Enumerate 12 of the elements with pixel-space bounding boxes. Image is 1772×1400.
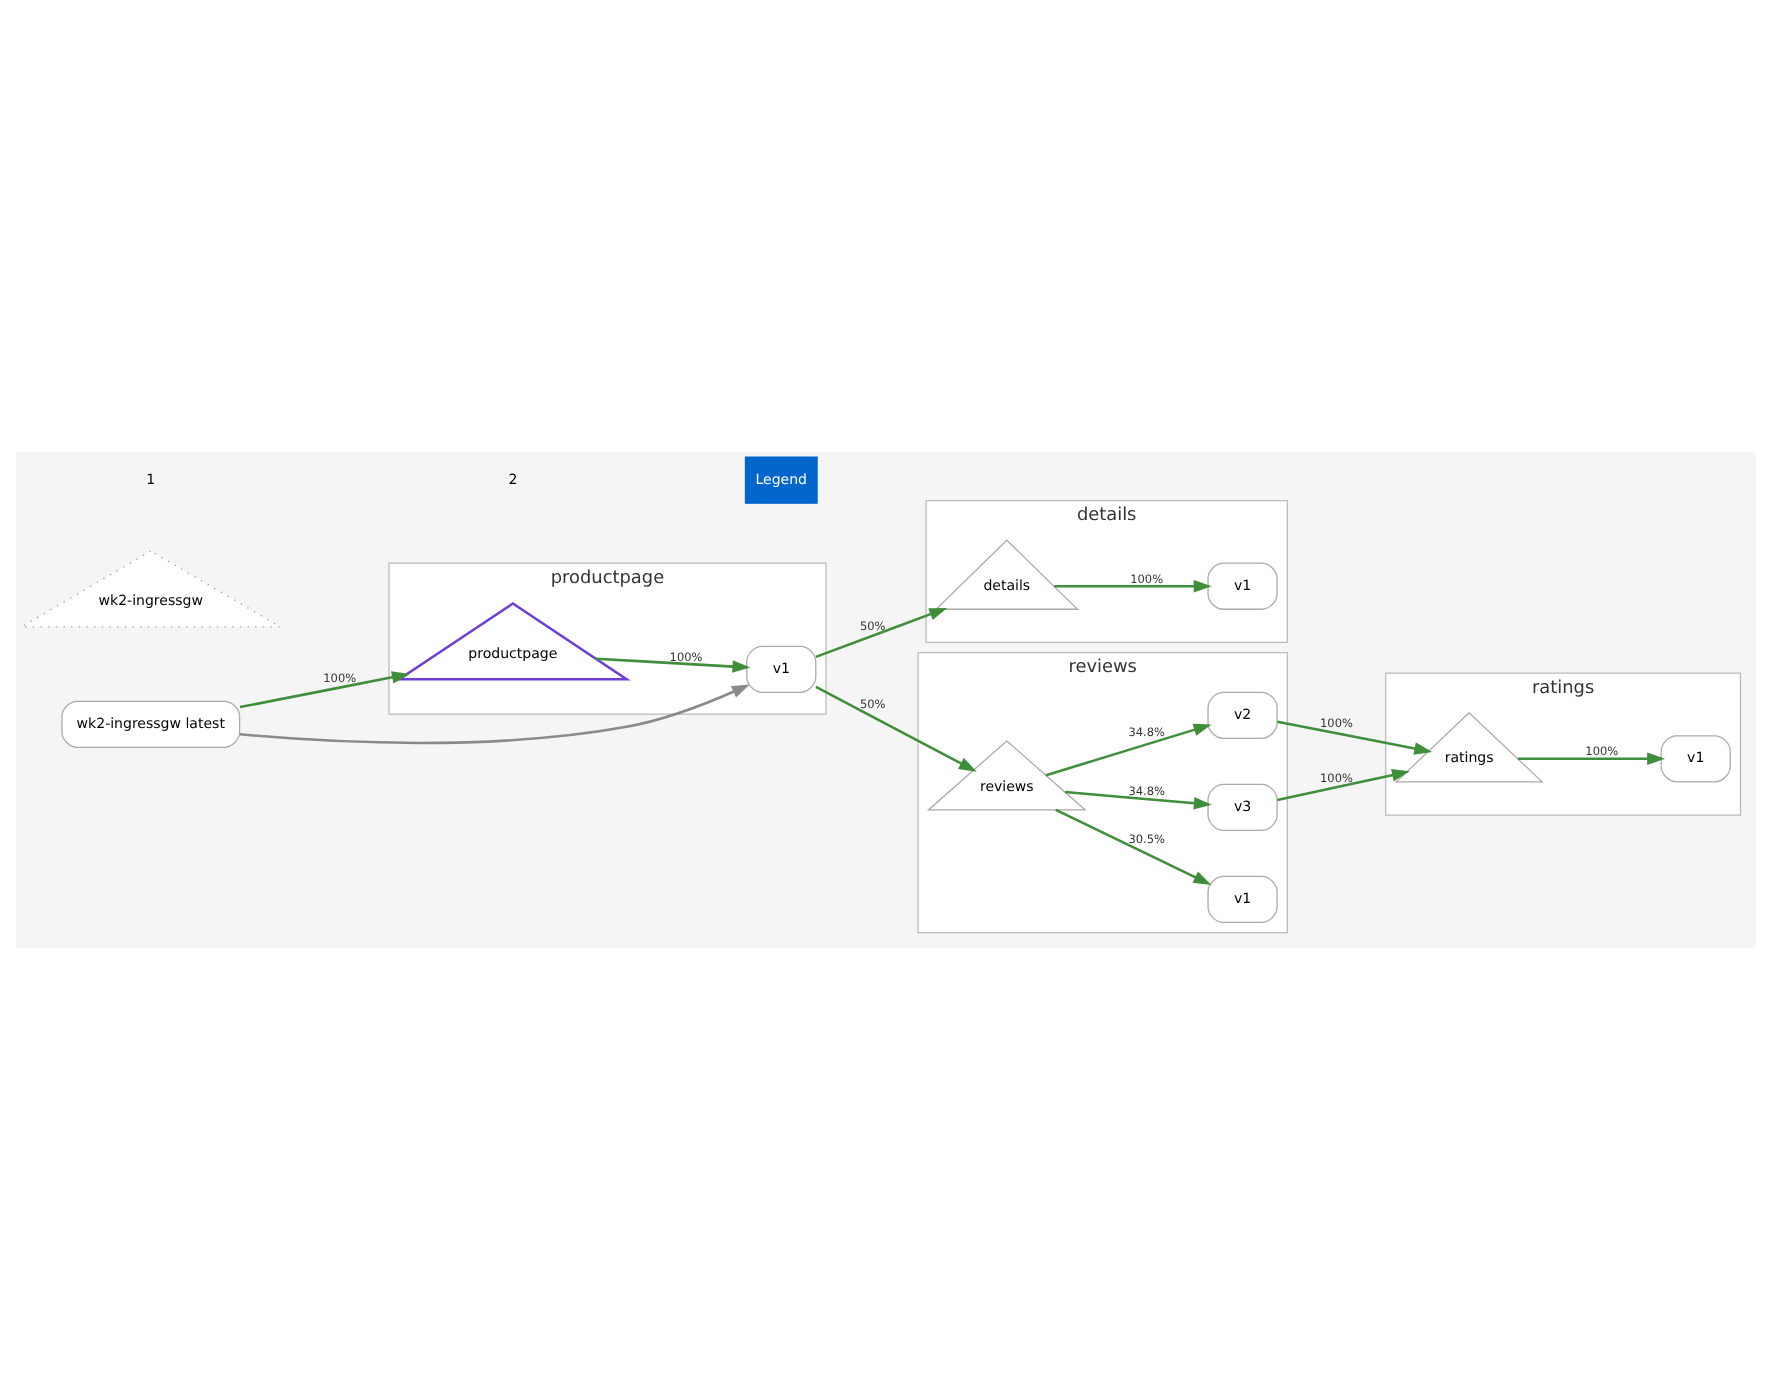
arrow: [239, 671, 410, 709]
arrow: [815, 607, 948, 659]
arrow: [1277, 769, 1410, 802]
arrow: [1517, 752, 1666, 766]
arrow: [239, 684, 750, 745]
arrow: [1277, 720, 1433, 755]
arrow: [815, 685, 977, 772]
arrow: [1045, 723, 1212, 777]
arrow: [1055, 808, 1212, 885]
arrow: [595, 657, 751, 673]
arrow: [1065, 790, 1212, 810]
arrow: [1054, 579, 1212, 593]
